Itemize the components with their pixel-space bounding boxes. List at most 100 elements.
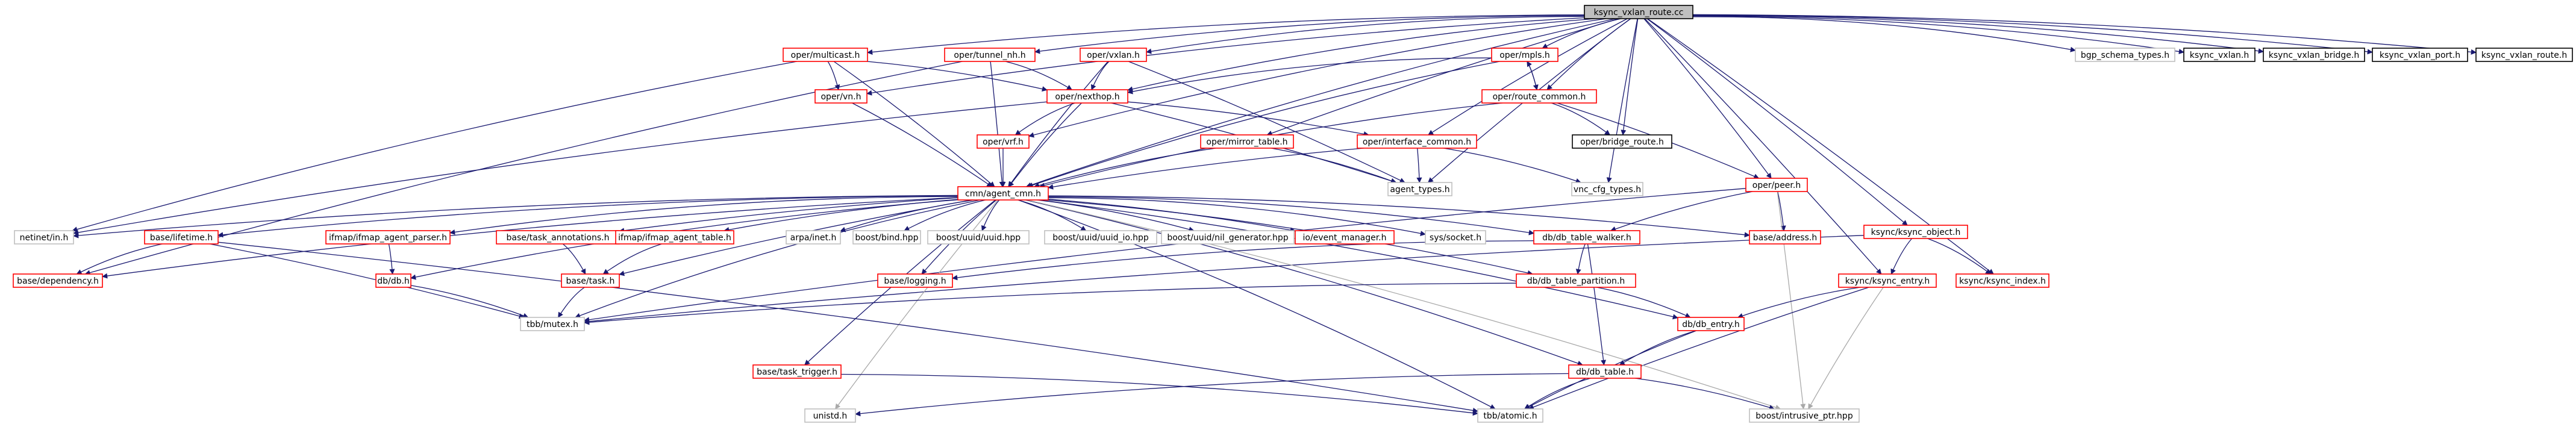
node-root[interactable]: ksync_vxlan_route.cc [1584, 5, 1693, 19]
edge-nexthop-to-netinet [73, 101, 1048, 235]
edge-agent_cmn-to-ifmap_parser [449, 196, 958, 235]
edge-root-to-agent_cmn [1025, 18, 1616, 188]
node-task[interactable]: base/task.h [561, 273, 620, 288]
edge-agent_cmn-to-address [1048, 195, 1750, 238]
node-label: agent_types.h [1390, 185, 1449, 195]
node-ksync-entry[interactable]: ksync/ksync_entry.h [1838, 273, 1937, 288]
edge-ifmap_table-to-task [602, 243, 662, 275]
node-vxlan[interactable]: oper/vxlan.h [1080, 48, 1147, 62]
node-uuid-io[interactable]: boost/uuid/uuid_io.hpp [1044, 230, 1157, 245]
node-box [144, 230, 219, 245]
node-label: ksync_vxlan_route.cc [1593, 8, 1683, 17]
node-logging[interactable]: base/logging.h [877, 273, 953, 288]
edge-multicast-to-vn [827, 61, 840, 90]
node-label: bgp_schema_types.h [2081, 51, 2169, 60]
node-db-partition[interactable]: db/db_table_partition.h [1516, 273, 1636, 288]
node-agent-types[interactable]: agent_types.h [1387, 182, 1452, 196]
node-label: base/task_annotations.h [507, 233, 610, 243]
node-ksync-index[interactable]: ksync/ksync_index.h [1955, 273, 2049, 288]
node-interface-common[interactable]: oper/interface_common.h [1357, 134, 1477, 149]
edge-peer-to-tbb_mutex [584, 188, 1746, 323]
edge-agent_cmn-to-netinet [73, 195, 958, 238]
node-event-manager[interactable]: io/event_manager.h [1295, 230, 1395, 245]
node-ksync-object[interactable]: ksync/ksync_object.h [1863, 225, 1968, 239]
edge-agent_cmn-to-tbb_atomic [1018, 199, 1496, 410]
node-peer[interactable]: oper/peer.h [1745, 178, 1808, 192]
node-address[interactable]: base/address.h [1749, 230, 1821, 245]
node-vn[interactable]: oper/vn.h [814, 89, 868, 104]
edge-root-to-peer [1643, 18, 1772, 179]
node-tbb-mutex[interactable]: tbb/mutex.h [520, 317, 585, 331]
node-unistd[interactable]: unistd.h [804, 408, 856, 423]
node-box [1677, 317, 1745, 331]
edge-root-to-ksync_object [1646, 18, 1908, 226]
node-arpa[interactable]: arpa/inet.h [786, 230, 841, 245]
edge-lifetime-to-tbb_atomic [217, 242, 1478, 413]
node-label: ksync/ksync_index.h [1959, 276, 2046, 286]
node-dependency[interactable]: base/dependency.h [13, 273, 103, 288]
edge-agent_cmn-to-dependency [102, 197, 958, 279]
node-label: db/db_table.h [1576, 367, 1634, 377]
node-box [1572, 134, 1672, 149]
node-socket[interactable]: sys/socket.h [1425, 230, 1486, 245]
node-label: boost/intrusive_ptr.hpp [1755, 411, 1853, 421]
node-box [1080, 48, 1147, 62]
node-db[interactable]: db/db.h [375, 273, 411, 288]
node-box [1749, 230, 1821, 245]
node-db-walker[interactable]: db/db_table_walker.h [1533, 230, 1640, 245]
node-ksync-vxlan-port[interactable]: ksync_vxlan_port.h [2372, 48, 2468, 62]
node-box [2263, 48, 2365, 62]
node-ifmap-table[interactable]: ifmap/ifmap_agent_table.h [615, 230, 734, 245]
node-mpls[interactable]: oper/mpls.h [1491, 48, 1558, 62]
node-tunnel-nh[interactable]: oper/tunnel_nh.h [944, 48, 1036, 62]
node-intrusive[interactable]: boost/intrusive_ptr.hpp [1749, 408, 1860, 423]
edge-agent_cmn-to-tbb_mutex [575, 199, 981, 319]
node-uuid[interactable]: boost/uuid/uuid.hpp [927, 230, 1030, 245]
node-lifetime[interactable]: base/lifetime.h [144, 230, 219, 245]
node-multicast[interactable]: oper/multicast.h [783, 48, 868, 62]
edge-lifetime-to-tbb_mutex [209, 243, 525, 319]
node-db-entry[interactable]: db/db_entry.h [1677, 317, 1745, 331]
node-task-trigger[interactable]: base/task_trigger.h [752, 364, 842, 379]
node-box [1863, 225, 1968, 239]
node-route-common[interactable]: oper/route_common.h [1481, 89, 1597, 104]
node-box [1481, 89, 1597, 104]
node-label: base/logging.h [884, 276, 946, 286]
node-boost-bind[interactable]: boost/bind.hpp [852, 230, 921, 245]
edge-agent_cmn-to-db [410, 199, 958, 280]
node-box [1161, 230, 1295, 245]
edge-mpls-to-route_common [1527, 61, 1539, 90]
node-label: oper/mirror_table.h [1206, 137, 1287, 147]
node-box [1295, 230, 1395, 245]
node-box [977, 134, 1030, 149]
node-vrf[interactable]: oper/vrf.h [977, 134, 1030, 149]
node-box [2183, 48, 2256, 62]
edge-agent_cmn-to-db_walker [1048, 196, 1534, 235]
edge-task_trigger-to-tbb_atomic [840, 373, 1478, 416]
node-bgp-schema[interactable]: bgp_schema_types.h [2075, 48, 2175, 62]
node-bridge-route[interactable]: oper/bridge_route.h [1572, 134, 1672, 149]
node-task-annotations[interactable]: base/task_annotations.h [496, 230, 620, 245]
node-ifmap-parser[interactable]: ifmap/ifmap_agent_parser.h [325, 230, 451, 245]
node-box [2075, 48, 2175, 62]
node-db-table[interactable]: db/db_table.h [1568, 364, 1642, 379]
edge-db_walker-to-db_table [1587, 243, 1607, 366]
node-label: db/db_entry.h [1682, 320, 1740, 329]
edge-ksync_object-to-ksync_index [1927, 238, 1992, 275]
node-agent-cmn[interactable]: cmn/agent_cmn.h [957, 186, 1049, 201]
node-nexthop[interactable]: oper/nexthop.h [1046, 89, 1128, 104]
node-ksync-vxlan-route[interactable]: ksync_vxlan_route.h [2475, 48, 2573, 62]
node-tbb-atomic[interactable]: tbb/atomic.h [1477, 408, 1543, 423]
node-mirror-table[interactable]: oper/mirror_table.h [1200, 134, 1294, 149]
node-vnc-cfg[interactable]: vnc_cfg_types.h [1571, 182, 1643, 196]
edge-vxlan-to-nexthop [1091, 61, 1110, 90]
node-netinet[interactable]: netinet/in.h [14, 230, 74, 245]
edge-root-to-mpls [1542, 18, 1621, 49]
node-label: ifmap/ifmap_agent_parser.h [329, 233, 447, 243]
edge-mirror_table-to-agent_cmn [1033, 148, 1216, 189]
node-ksync-vxlan-bridge[interactable]: ksync_vxlan_bridge.h [2263, 48, 2365, 62]
node-ksync-vxlan[interactable]: ksync_vxlan.h [2183, 48, 2256, 62]
edge-db_table-to-intrusive [1634, 378, 1775, 410]
node-nil-gen[interactable]: boost/uuid/nil_generator.hpp [1161, 230, 1295, 245]
